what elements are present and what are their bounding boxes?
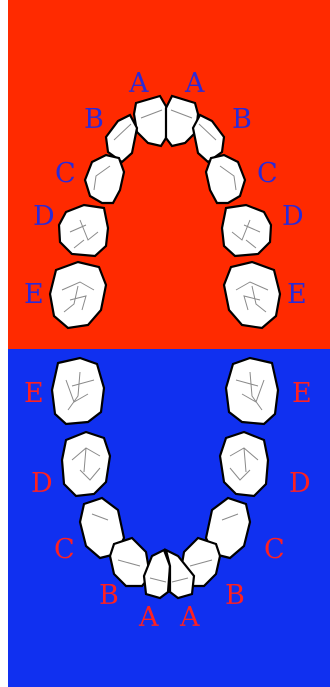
lower-right-label-c: C	[264, 534, 285, 565]
upper-right-label-d: D	[282, 201, 304, 232]
upper-left-label-c: C	[55, 158, 76, 189]
upper-left-label-d: D	[33, 201, 55, 232]
upper-right-label-b: B	[232, 104, 252, 135]
lower-left-tooth-d	[62, 432, 110, 496]
lower-left-tooth-e	[52, 358, 104, 424]
lower-right-label-b: B	[225, 580, 245, 611]
upper-right-tooth-d	[222, 205, 271, 256]
lower-left-label-a: A	[138, 602, 159, 633]
upper-left-label-e: E	[24, 279, 44, 310]
lower-right-tooth-d	[220, 432, 268, 496]
lower-right-label-d: D	[289, 468, 311, 499]
lower-right-label-e: E	[292, 378, 312, 409]
upper-left-label-a: A	[128, 68, 149, 99]
lower-left-label-d: D	[31, 468, 53, 499]
upper-right-label-a: A	[184, 68, 205, 99]
lower-right-label-a: A	[179, 602, 200, 633]
lower-left-label-e: E	[24, 378, 44, 409]
upper-right-label-c: C	[257, 158, 278, 189]
upper-left-tooth-d	[59, 205, 108, 256]
lower-right-tooth-e	[226, 358, 278, 424]
upper-left-label-b: B	[84, 104, 104, 135]
upper-right-label-e: E	[287, 279, 307, 310]
lower-left-label-b: B	[99, 580, 119, 611]
lower-left-label-c: C	[54, 534, 75, 565]
